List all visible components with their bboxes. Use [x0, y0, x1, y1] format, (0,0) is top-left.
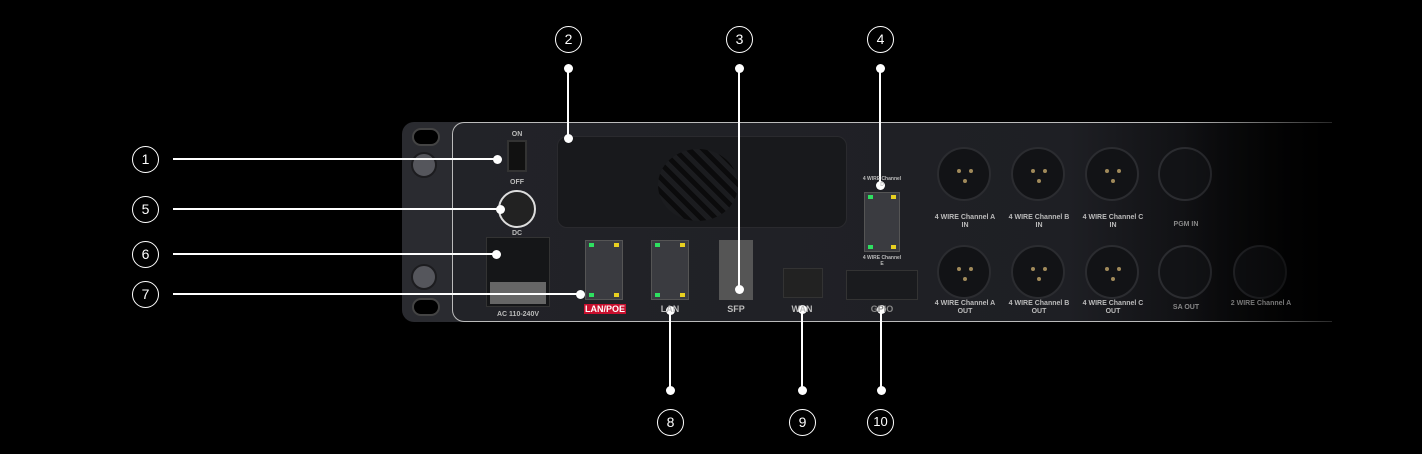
fan-icon — [658, 149, 738, 221]
channel-d-label: 4 WIRE Channel D — [862, 176, 902, 188]
rack-handle — [411, 264, 437, 290]
dc-label: DC — [511, 230, 523, 237]
off-label: OFF — [510, 179, 524, 186]
channel-e-label: 4 WIRE Channel E — [862, 255, 902, 267]
callout-dot-2-top — [563, 63, 573, 73]
callout-4: 4 — [867, 26, 894, 53]
a-in-label: 4 WIRE Channel A IN — [934, 214, 996, 229]
callout-1: 1 — [132, 146, 159, 173]
callout-2: 2 — [555, 26, 582, 53]
lan-poe-port — [585, 240, 623, 300]
callout-dot-8-top — [665, 305, 675, 315]
channel-d-e-port — [864, 192, 900, 252]
callout-line-7 — [173, 293, 580, 295]
rack-handle — [411, 152, 437, 178]
callout-9: 9 — [789, 409, 816, 436]
lan-poe-label: LAN/POE — [584, 304, 626, 314]
callout-dot-8 — [665, 385, 675, 395]
pgm-in-label: PGM IN — [1173, 221, 1199, 228]
fade-overlay — [1180, 110, 1422, 340]
callout-dot-6 — [491, 249, 501, 259]
2wire-a-label: 2 WIRE Channel A — [1230, 300, 1292, 307]
callout-line-4 — [879, 68, 881, 185]
lan-label: LAN — [660, 304, 680, 314]
callout-dot-10-top — [876, 304, 886, 314]
callout-dot-3 — [734, 284, 744, 294]
callout-line-3 — [738, 68, 740, 289]
ac-label: AC 110-240V — [496, 311, 540, 318]
callout-dot-5 — [495, 204, 505, 214]
gpio-port — [846, 270, 918, 300]
on-label: ON — [511, 131, 523, 138]
callout-line-6 — [173, 253, 496, 255]
callout-line-2 — [567, 68, 569, 138]
xlr-c-in — [1085, 147, 1139, 201]
mount-slot — [412, 298, 440, 316]
callout-line-9 — [801, 309, 803, 390]
callout-8: 8 — [657, 409, 684, 436]
xlr-b-in — [1011, 147, 1065, 201]
wan-label: WAN — [791, 304, 813, 314]
b-in-label: 4 WIRE Channel B IN — [1008, 214, 1070, 229]
c-out-label: 4 WIRE Channel C OUT — [1082, 300, 1144, 315]
callout-dot-4 — [875, 180, 885, 190]
a-out-label: 4 WIRE Channel A OUT — [934, 300, 996, 315]
callout-7: 7 — [132, 281, 159, 308]
sa-out-label: SA OUT — [1172, 304, 1200, 311]
callout-10: 10 — [867, 409, 894, 436]
fan-vent — [557, 136, 847, 228]
xlr-a-out — [937, 245, 991, 299]
power-switch[interactable] — [507, 140, 527, 172]
callout-dot-10 — [876, 385, 886, 395]
callout-line-8 — [669, 310, 671, 390]
sfp-port — [719, 240, 753, 300]
sfp-label: SFP — [727, 304, 745, 314]
callout-dot-4-top — [875, 63, 885, 73]
wan-port — [783, 268, 823, 298]
ac-power-inlet — [486, 237, 550, 307]
callout-line-5 — [173, 208, 500, 210]
c-in-label: 4 WIRE Channel C IN — [1082, 214, 1144, 229]
xlr-c-out — [1085, 245, 1139, 299]
callout-5: 5 — [132, 196, 159, 223]
xlr-b-out — [1011, 245, 1065, 299]
b-out-label: 4 WIRE Channel B OUT — [1008, 300, 1070, 315]
callout-dot-9-top — [797, 304, 807, 314]
gpio-label: GPIO — [870, 304, 894, 314]
xlr-a-in — [937, 147, 991, 201]
callout-dot-7 — [575, 289, 585, 299]
callout-dot-3-top — [734, 63, 744, 73]
callout-line-1 — [173, 158, 497, 160]
callout-line-10 — [880, 309, 882, 390]
mount-slot — [412, 128, 440, 146]
lan-port — [651, 240, 689, 300]
callout-dot-2 — [563, 133, 573, 143]
dc-input — [498, 190, 536, 228]
callout-6: 6 — [132, 241, 159, 268]
callout-3: 3 — [726, 26, 753, 53]
callout-dot-9 — [797, 385, 807, 395]
callout-dot-1 — [492, 154, 502, 164]
